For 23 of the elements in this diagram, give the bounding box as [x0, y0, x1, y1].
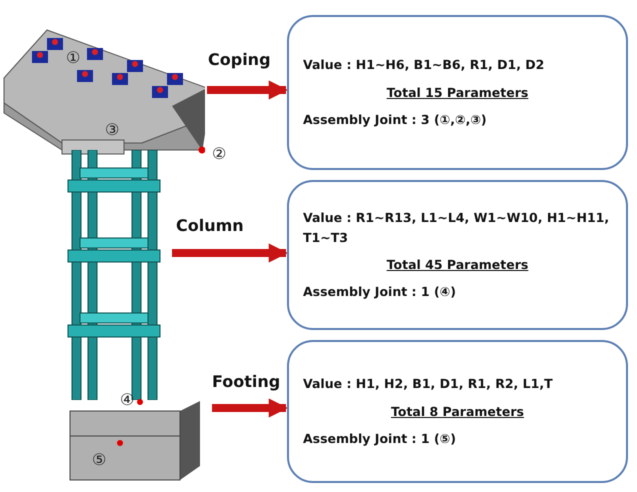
value-list-text: Value : H1~H6, B1~B6, R1, D1, D2 [303, 56, 546, 74]
assembly-joint-text: Assembly Joint : 1 (⑤) [303, 430, 457, 448]
callout-number: ② [212, 146, 226, 162]
callout-number: ③ [105, 122, 120, 138]
part-name-label: Coping [208, 50, 271, 69]
parameter-card [287, 180, 628, 330]
part-name-label: Column [176, 216, 244, 235]
part-name-label: Footing [212, 372, 280, 391]
callout-number: ① [66, 50, 80, 66]
arrow [207, 80, 288, 100]
arrow [212, 398, 288, 418]
parameter-total-text: Total 45 Parameters [386, 256, 530, 274]
assembly-joint-text: Assembly Joint : 3 (①,②,③) [303, 111, 488, 130]
callout-number: ④ [120, 392, 134, 408]
value-list-text: Value : H1, H2, B1, D1, R1, R2, L1,T [303, 375, 554, 394]
parameter-card [287, 15, 628, 170]
arrow [172, 243, 288, 263]
parameter-total-text: Total 8 Parameters [390, 402, 525, 421]
value-list-text: Value : R1~R13, L1~L4, W1~W10, H1~H11, T1~T3 [303, 209, 610, 247]
parameter-total-text: Total 15 Parameters [386, 84, 530, 102]
parameter-card [287, 340, 628, 483]
callout-number: ⑤ [92, 452, 106, 468]
assembly-joint-text: Assembly Joint : 1 (④) [303, 283, 457, 302]
